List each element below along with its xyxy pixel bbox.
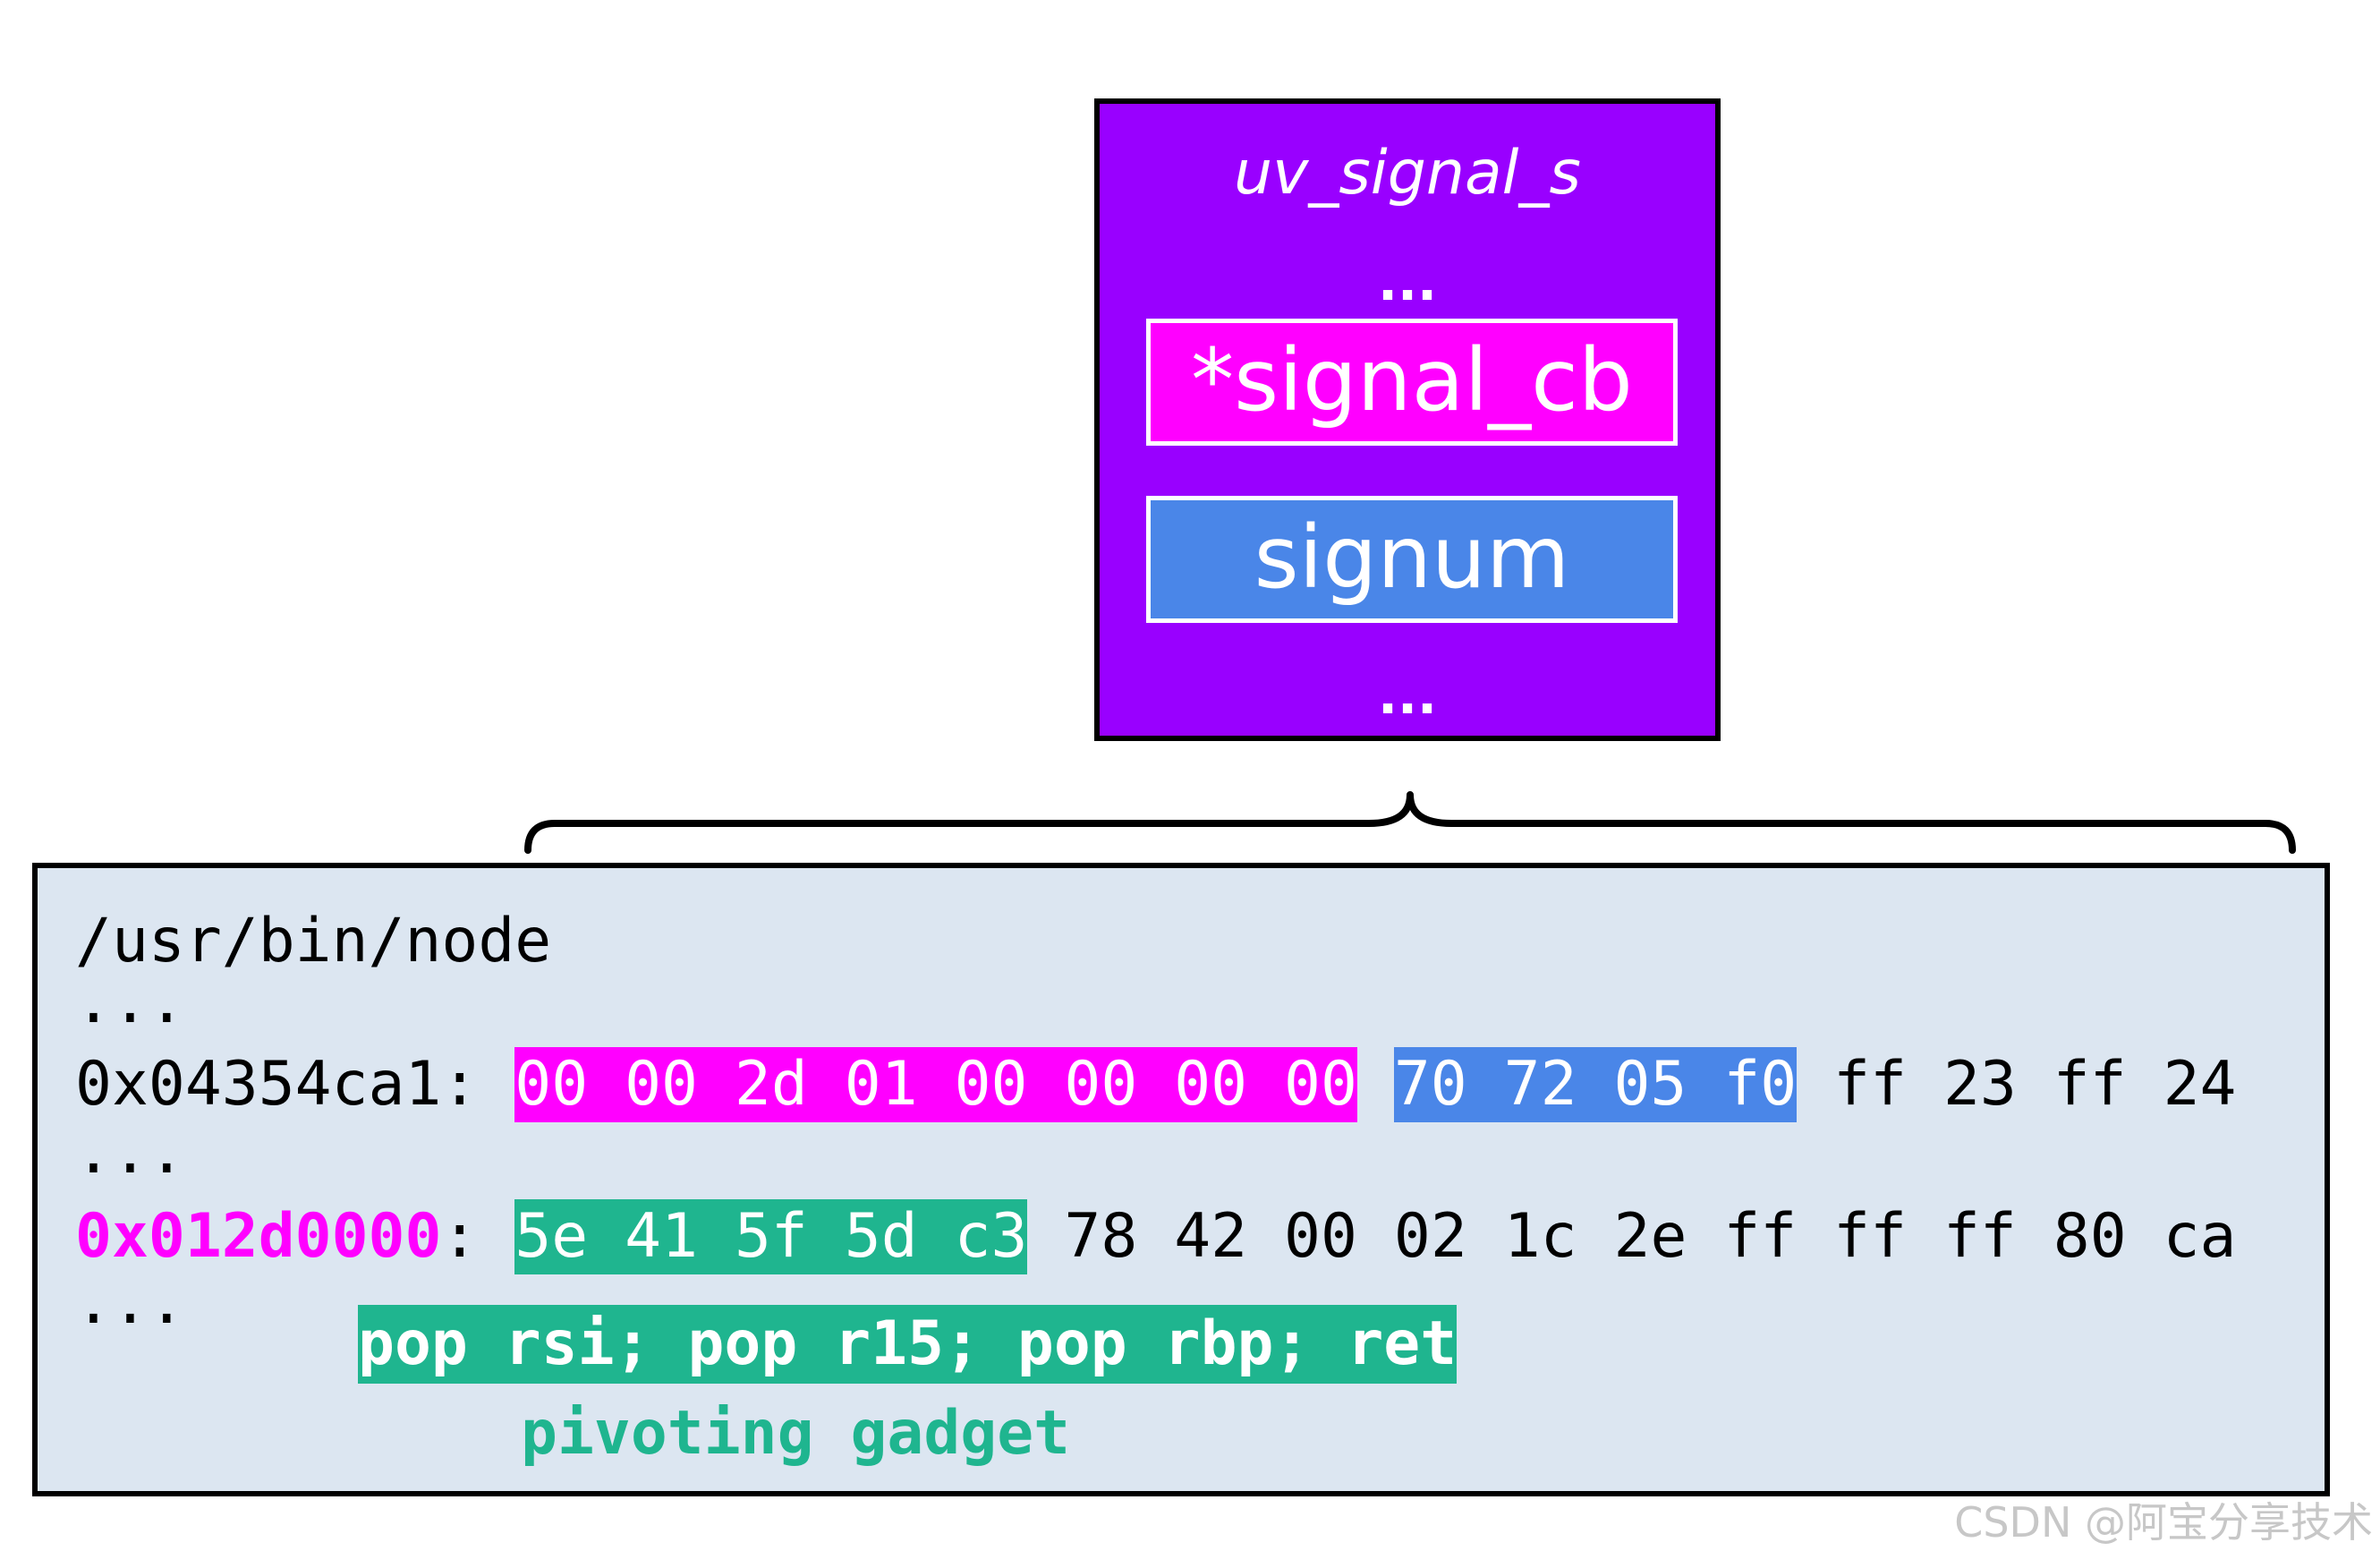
row1-rest-bytes: ff 23 ff 24 bbox=[1833, 1049, 2237, 1120]
uv-signal-struct-box: uv_signal_s ... *signal_cb signum ... bbox=[1094, 98, 1721, 741]
binary-path: /usr/bin/node bbox=[75, 906, 552, 976]
ellipsis-row-3: ... bbox=[75, 1267, 185, 1338]
field-signum: signum bbox=[1146, 496, 1678, 623]
signal-cb-bytes: 00 00 2d 01 00 00 00 00 bbox=[514, 1047, 1357, 1122]
address-2: 0x012d0000 bbox=[75, 1201, 442, 1272]
struct-ellipsis-top: ... bbox=[1377, 251, 1438, 312]
watermark: CSDN @阿宝分享技术 bbox=[1954, 1498, 2373, 1547]
field-signal-cb: *signal_cb bbox=[1146, 319, 1678, 446]
address-1: 0x04354ca1: bbox=[75, 1049, 479, 1120]
gadget-caption: pivoting gadget bbox=[521, 1398, 1071, 1469]
struct-ellipsis-bottom: ... bbox=[1377, 665, 1438, 726]
row2-rest-bytes: 78 42 00 02 1c 2e ff ff ff 80 ca bbox=[1064, 1201, 2237, 1272]
memory-row-1: 0x04354ca1: 00 00 2d 01 00 00 00 00 70 7… bbox=[75, 1047, 2237, 1122]
memory-dump-panel: /usr/bin/node ... 0x04354ca1: 00 00 2d 0… bbox=[32, 863, 2330, 1496]
gadget-bytes: 5e 41 5f 5d c3 bbox=[514, 1199, 1028, 1274]
gadget-instructions: pop rsi; pop r15; pop rbp; ret bbox=[358, 1305, 1458, 1384]
address-2-colon: : bbox=[441, 1201, 479, 1272]
ellipsis-row-2: ... bbox=[75, 1117, 185, 1188]
struct-title: uv_signal_s bbox=[1234, 138, 1581, 209]
ellipsis-row-1: ... bbox=[75, 967, 185, 1037]
signum-bytes: 70 72 05 f0 bbox=[1393, 1047, 1798, 1122]
memory-row-2: 0x012d0000: 5e 41 5f 5d c3 78 42 00 02 1… bbox=[75, 1199, 2236, 1274]
